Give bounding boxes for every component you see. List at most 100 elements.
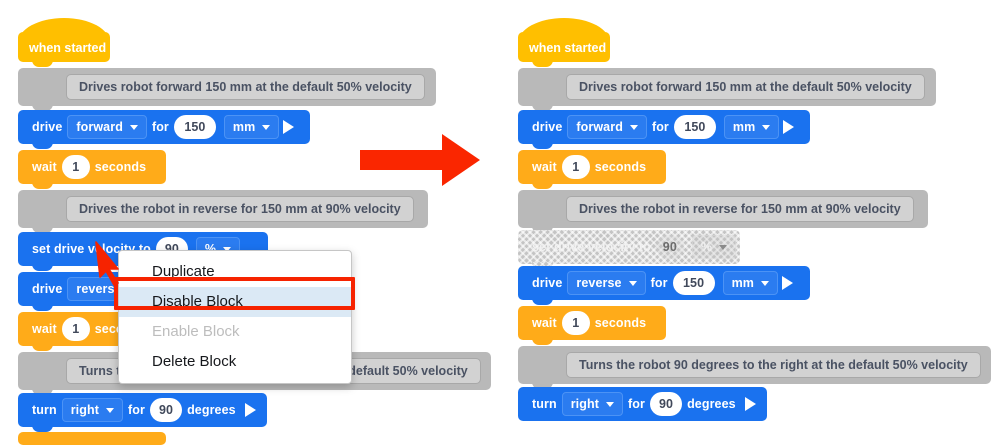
hat-bump bbox=[532, 60, 553, 67]
chevron-down-icon bbox=[105, 407, 114, 413]
drive-for-label: for bbox=[650, 276, 668, 290]
wait-amount-input[interactable]: 1 bbox=[61, 155, 90, 179]
turn-direction-dropdown[interactable]: right bbox=[61, 398, 123, 422]
drive-unit-dropdown[interactable]: mm bbox=[223, 115, 280, 139]
before-panel: when started Drives robot forward 150 mm… bbox=[18, 18, 491, 445]
turn-direction-value: right bbox=[570, 397, 599, 411]
chevron-down-icon bbox=[223, 246, 232, 252]
drive-amount-input[interactable]: 150 bbox=[672, 271, 715, 295]
play-icon[interactable] bbox=[744, 397, 756, 411]
drive-direction-dropdown[interactable]: reverse bbox=[567, 271, 646, 295]
transition-arrow-icon bbox=[360, 134, 480, 186]
when-started-hat-block[interactable]: when started bbox=[518, 18, 610, 67]
wait-amount-input[interactable]: 1 bbox=[61, 317, 90, 341]
play-icon[interactable] bbox=[783, 120, 795, 134]
wait-block[interactable]: wait 1 seconds bbox=[518, 150, 666, 189]
wait-unit-label: seconds bbox=[594, 160, 647, 174]
chevron-down-icon bbox=[605, 401, 614, 407]
context-menu-item-duplicate[interactable]: Duplicate bbox=[152, 263, 215, 280]
drive-direction-value: reverse bbox=[576, 276, 622, 290]
drive-for-label: for bbox=[151, 120, 169, 134]
drive-unit-dropdown[interactable]: mm bbox=[722, 271, 778, 295]
block-bump bbox=[32, 425, 53, 432]
comment-block[interactable]: Drives robot forward 150 mm at the defau… bbox=[18, 68, 436, 111]
turn-unit-label: degrees bbox=[187, 403, 236, 417]
drive-amount-input[interactable]: 150 bbox=[173, 115, 216, 139]
next-block-sliver[interactable] bbox=[18, 432, 166, 445]
play-icon[interactable] bbox=[244, 403, 256, 417]
wait-unit-label: seconds bbox=[94, 160, 147, 174]
drive-amount-input[interactable]: 150 bbox=[673, 115, 716, 139]
chevron-down-icon bbox=[761, 280, 769, 286]
set-velocity-unit-value: % bbox=[204, 242, 217, 256]
set-velocity-label: set drive velocity to bbox=[532, 240, 651, 254]
wait-unit-label: seconds bbox=[594, 316, 647, 330]
comment-text: Drives robot forward 150 mm at the defau… bbox=[66, 74, 425, 100]
hat-label: when started bbox=[29, 41, 107, 55]
drive-direction-dropdown[interactable]: forward bbox=[67, 115, 147, 139]
drive-unit-dropdown[interactable]: mm bbox=[723, 115, 780, 139]
when-started-hat-block[interactable]: when started bbox=[18, 18, 110, 67]
drive-unit-value: mm bbox=[731, 276, 754, 290]
block-bump bbox=[532, 338, 553, 345]
wait-block[interactable]: wait 1 seconds bbox=[518, 306, 666, 345]
comment-bump bbox=[32, 388, 53, 395]
drive-direction-value: forward bbox=[76, 120, 123, 134]
drive-label: drive bbox=[532, 276, 563, 290]
chevron-down-icon bbox=[762, 124, 771, 130]
set-velocity-unit-dropdown[interactable]: % bbox=[691, 235, 737, 259]
play-icon[interactable] bbox=[782, 276, 793, 290]
set-velocity-amount-input[interactable]: 90 bbox=[655, 235, 684, 259]
comment-text: Drives the robot in reverse for 150 mm a… bbox=[566, 196, 914, 222]
turn-amount-input[interactable]: 90 bbox=[149, 398, 183, 422]
block-bump bbox=[532, 142, 553, 149]
block-bump bbox=[32, 182, 53, 189]
drive-unit-value: mm bbox=[232, 120, 256, 134]
play-icon[interactable] bbox=[283, 120, 295, 134]
wait-amount-input[interactable]: 1 bbox=[561, 155, 590, 179]
wait-label: wait bbox=[532, 160, 557, 174]
drive-unit-value: mm bbox=[732, 120, 756, 134]
set-drive-velocity-block-disabled[interactable]: set drive velocity to 90 % bbox=[518, 230, 740, 269]
block-bump bbox=[532, 298, 553, 305]
block-bump bbox=[532, 262, 553, 269]
drive-for-label: for bbox=[651, 120, 669, 134]
drive-forward-block[interactable]: drive forward for 150 mm bbox=[518, 110, 810, 149]
set-velocity-unit-value: % bbox=[700, 240, 713, 254]
context-menu-item-delete-block[interactable]: Delete Block bbox=[152, 353, 237, 370]
hat-bump bbox=[32, 60, 53, 67]
turn-direction-dropdown[interactable]: right bbox=[561, 392, 623, 416]
comment-block[interactable]: Drives the robot in reverse for 150 mm a… bbox=[518, 190, 928, 233]
drive-label: drive bbox=[532, 120, 563, 134]
turn-direction-value: right bbox=[70, 403, 99, 417]
turn-label: turn bbox=[532, 397, 557, 411]
red-pointer-arrow-annotation bbox=[95, 241, 119, 286]
comment-text: Drives robot forward 150 mm at the defau… bbox=[566, 74, 925, 100]
wait-label: wait bbox=[32, 160, 57, 174]
turn-right-block[interactable]: turn right for 90 degrees bbox=[518, 387, 767, 421]
wait-amount-input[interactable]: 1 bbox=[561, 311, 590, 335]
comment-text: Turns the robot 90 degrees to the right … bbox=[566, 352, 981, 378]
drive-reverse-block[interactable]: drive reverse for 150 mm bbox=[518, 266, 810, 305]
block-bump bbox=[32, 264, 53, 271]
context-menu-item-disable-block[interactable]: Disable Block bbox=[119, 287, 351, 317]
turn-unit-label: degrees bbox=[687, 397, 736, 411]
comment-block[interactable]: Drives robot forward 150 mm at the defau… bbox=[518, 68, 936, 111]
comment-block[interactable]: Turns the robot 90 degrees to the right … bbox=[518, 346, 991, 389]
comment-bump bbox=[532, 382, 553, 389]
turn-amount-input[interactable]: 90 bbox=[649, 392, 683, 416]
drive-forward-block[interactable]: drive forward for 150 mm bbox=[18, 110, 310, 149]
drive-direction-dropdown[interactable]: forward bbox=[567, 115, 647, 139]
comment-block[interactable]: Drives the robot in reverse for 150 mm a… bbox=[18, 190, 428, 233]
wait-block[interactable]: wait 1 seconds bbox=[18, 150, 166, 189]
drive-direction-value: reverse bbox=[76, 282, 122, 296]
comment-bump bbox=[532, 226, 553, 233]
drive-label: drive bbox=[32, 120, 63, 134]
turn-label: turn bbox=[32, 403, 57, 417]
block-bump bbox=[532, 182, 553, 189]
turn-right-block[interactable]: turn right for 90 degrees bbox=[18, 393, 267, 432]
turn-for-label: for bbox=[627, 397, 645, 411]
block-context-menu[interactable]: Duplicate Disable Block Enable Block Del… bbox=[118, 250, 352, 384]
context-menu-item-enable-block: Enable Block bbox=[152, 323, 240, 340]
